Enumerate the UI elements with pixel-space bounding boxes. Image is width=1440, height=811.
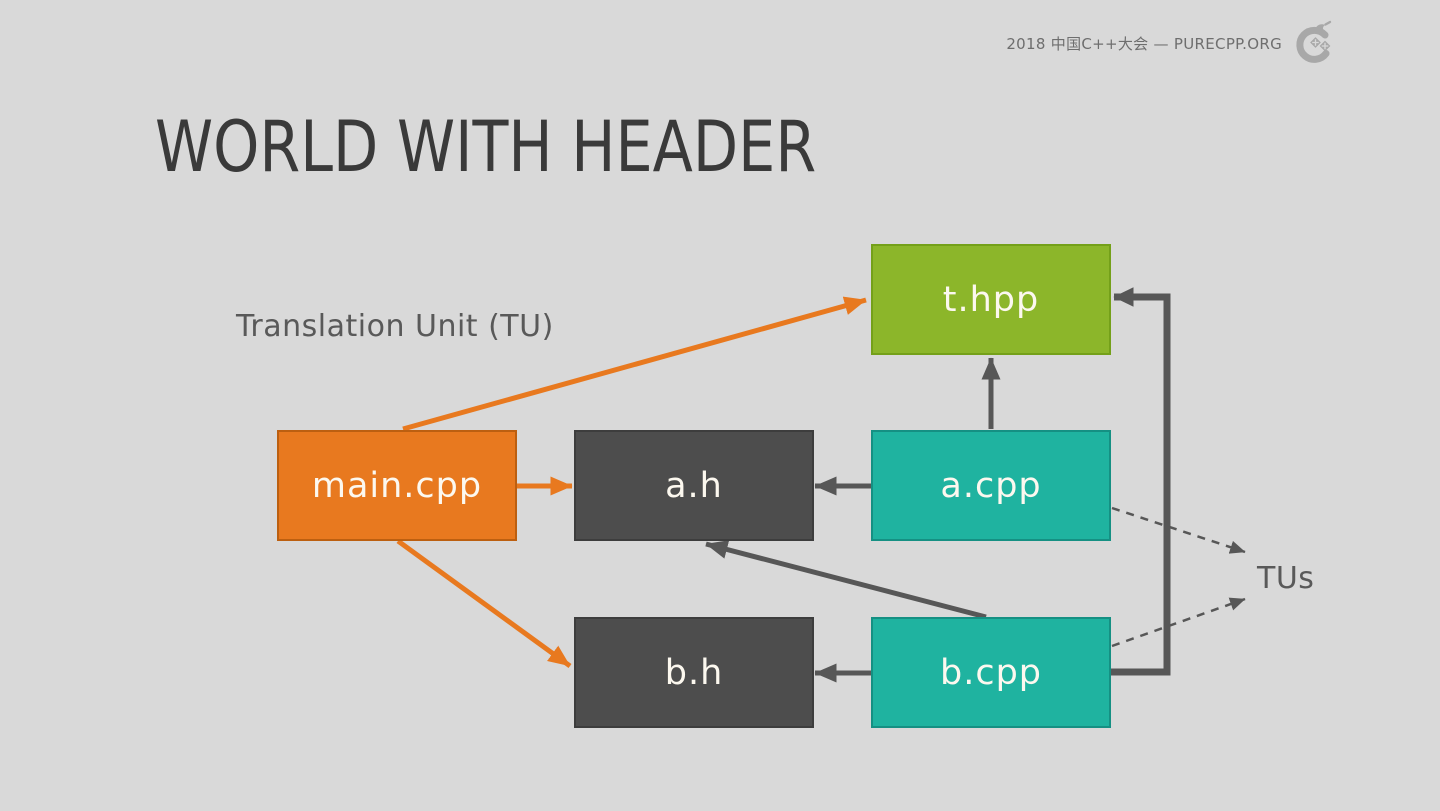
dashed-arrow-bcpp-to-tus — [1111, 597, 1246, 648]
page-title: WORLD WITH HEADER — [155, 106, 817, 188]
node-b-cpp-label: b.cpp — [939, 652, 1043, 693]
dashed-arrow-acpp-to-tus — [1111, 506, 1246, 554]
node-t-hpp-label: t.hpp — [942, 279, 1040, 320]
arrow-bcpp-to-thpp-elbow — [1111, 287, 1171, 676]
node-b-h-label: b.h — [664, 652, 724, 693]
conference-title: 2018 中国C++大会 — PURECPP.ORG — [1006, 34, 1282, 53]
conference-header: 2018 中国C++大会 — PURECPP.ORG — [1006, 20, 1334, 66]
node-main-cpp: main.cpp — [277, 430, 517, 541]
arrow-maincpp-to-bh — [396, 538, 572, 669]
purecpp-logo-icon — [1296, 20, 1332, 63]
tus-caption: TUs — [1257, 561, 1315, 596]
node-a-h: a.h — [574, 430, 814, 541]
node-main-cpp-label: main.cpp — [311, 465, 483, 506]
node-t-hpp: t.hpp — [871, 244, 1111, 355]
node-a-cpp: a.cpp — [871, 430, 1111, 541]
node-a-cpp-label: a.cpp — [940, 465, 1042, 506]
node-a-h-label: a.h — [665, 465, 723, 506]
arrow-bcpp-to-ah — [705, 540, 987, 620]
translation-unit-caption: Translation Unit (TU) — [236, 309, 554, 344]
node-b-cpp: b.cpp — [871, 617, 1111, 728]
node-b-h: b.h — [574, 617, 814, 728]
